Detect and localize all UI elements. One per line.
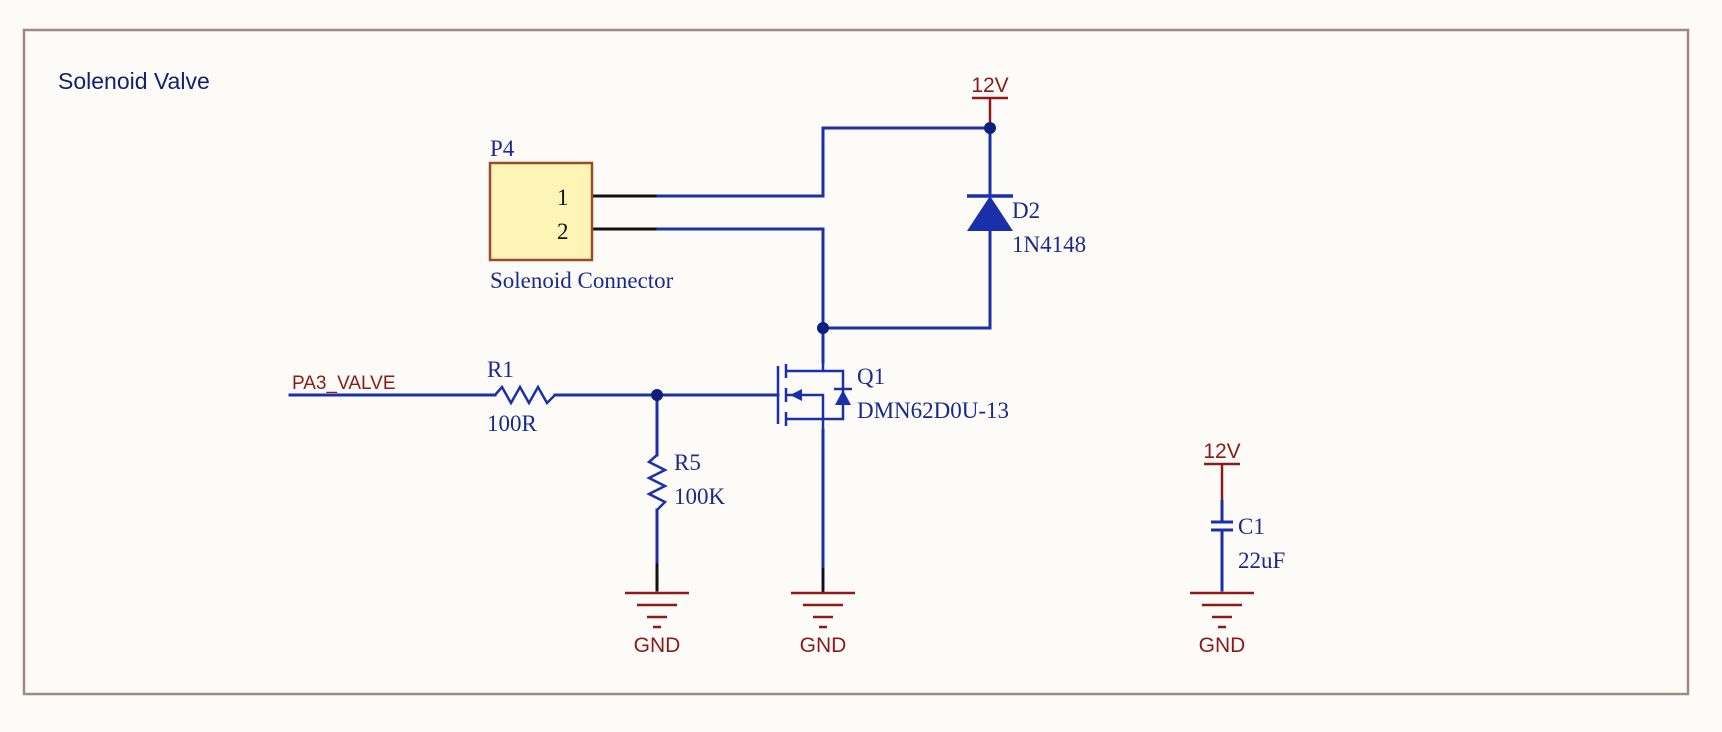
r5-designator: R5 bbox=[674, 450, 701, 475]
p4-pin2-label: 2 bbox=[557, 219, 569, 244]
d2-body bbox=[967, 196, 1013, 231]
component-d2[interactable]: D2 1N4148 bbox=[967, 194, 1086, 257]
sheet-frame bbox=[22, 28, 1690, 696]
wire-p4-pin2-to-drain bbox=[656, 227, 825, 330]
c1-designator: C1 bbox=[1238, 514, 1265, 539]
q1-body-diode-triangle bbox=[835, 390, 851, 405]
r5-value: 100K bbox=[674, 484, 726, 509]
component-r5[interactable]: R5 100K bbox=[646, 450, 726, 511]
power-port-gnd-c1 bbox=[1190, 591, 1254, 629]
component-p4[interactable]: P4 1 2 Solenoid Connector bbox=[488, 136, 674, 293]
component-r1[interactable]: R1 100R bbox=[487, 357, 556, 436]
gnd-c1-label: GND bbox=[1199, 634, 1246, 657]
d2-value: 1N4148 bbox=[1012, 232, 1086, 257]
power-12v-cap-label: 12V bbox=[1203, 440, 1240, 463]
power-port-12v-top: 12V bbox=[971, 74, 1009, 122]
q1-value: DMN62D0U-13 bbox=[857, 398, 1009, 423]
wires bbox=[288, 126, 1224, 592]
junction-12v bbox=[984, 122, 996, 134]
component-q1[interactable] bbox=[776, 362, 852, 430]
d2-designator: D2 bbox=[1012, 198, 1040, 223]
sheet-title: Solenoid Valve bbox=[58, 68, 210, 94]
net-label-pa3-valve[interactable]: PA3_VALVE bbox=[292, 373, 396, 394]
gnd-q1-label: GND bbox=[800, 634, 847, 657]
wire-drain-to-d2 bbox=[821, 230, 992, 330]
power-port-gnd-r5 bbox=[625, 591, 689, 629]
p4-designator: P4 bbox=[490, 136, 515, 161]
q1-designator: Q1 bbox=[857, 364, 885, 389]
junction-drain bbox=[817, 322, 829, 334]
r1-designator: R1 bbox=[487, 357, 514, 382]
junctions bbox=[651, 122, 996, 401]
q1-body-arrow bbox=[790, 389, 802, 401]
p4-value: Solenoid Connector bbox=[490, 268, 674, 293]
power-port-12v-cap: 12V bbox=[1203, 440, 1241, 500]
net-pa3-valve-text: PA3_VALVE bbox=[292, 373, 396, 394]
c1-value: 22uF bbox=[1238, 548, 1285, 573]
p4-body bbox=[488, 161, 594, 262]
q1-labels: Q1 DMN62D0U-13 bbox=[857, 364, 1009, 423]
gnd-r5-label: GND bbox=[634, 634, 681, 657]
wire-p4-pin1-to-12v bbox=[656, 126, 992, 198]
r1-zigzag bbox=[494, 384, 556, 406]
power-port-gnd-q1 bbox=[791, 568, 855, 629]
junction-gate bbox=[651, 389, 663, 401]
power-12v-top-label: 12V bbox=[971, 74, 1008, 97]
r5-zigzag bbox=[646, 454, 668, 511]
r1-value: 100R bbox=[487, 411, 538, 436]
component-c1[interactable] bbox=[1211, 500, 1233, 545]
p4-pin1-label: 1 bbox=[557, 185, 569, 210]
